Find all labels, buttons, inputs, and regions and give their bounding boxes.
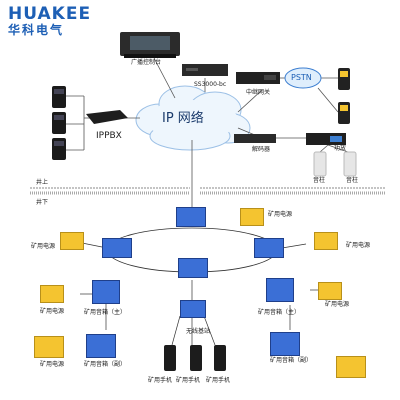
pstn-cloud-icon <box>284 67 322 89</box>
mine-speaker-sub-box <box>270 332 300 356</box>
network-switch-box <box>176 207 206 227</box>
mine-power-box <box>34 336 64 358</box>
mine-phone-label: 矿用手机 <box>148 377 173 384</box>
trunk-gateway-label: 中继网关 <box>246 89 271 96</box>
wireless-base-box <box>180 300 206 318</box>
amplifier-device-icon <box>306 133 346 145</box>
ippbx-device-icon <box>86 110 128 124</box>
mine-power-box <box>60 232 84 250</box>
mine-power-label: 矿用电源 <box>40 308 65 315</box>
speaker-label: 音柱 <box>346 177 359 184</box>
mobile-phone-icon <box>338 68 350 90</box>
ip-phone-icon <box>52 112 66 134</box>
speaker-column-icon <box>313 151 327 177</box>
decoder-label: 解码器 <box>252 146 271 153</box>
mine-power-box <box>240 208 264 226</box>
mine-phone-label: 矿用手机 <box>176 377 201 384</box>
mine-phone-icon <box>214 345 226 371</box>
brand-logo: HUAKEE 华科电气 <box>8 4 92 38</box>
speaker-label: 音柱 <box>313 177 326 184</box>
mine-power-box <box>314 232 338 250</box>
mine-speaker-main-label: 矿用音箱（主） <box>258 309 301 316</box>
mine-speaker-main-box <box>266 278 294 302</box>
amplifier-label: 功放 <box>334 145 347 152</box>
speaker-column-icon <box>343 151 357 177</box>
surface-label: 井上 <box>36 179 49 186</box>
ippbx-label: IPPBX <box>96 131 122 141</box>
mine-power-label: 矿用电源 <box>31 243 56 250</box>
decoder-device-icon <box>234 134 276 143</box>
wireless-base-label: 无线基站 <box>186 328 211 335</box>
trunk-gateway-icon <box>236 72 280 84</box>
mine-speaker-sub-box <box>86 334 116 358</box>
mine-speaker-sub-label: 矿用音箱（副） <box>84 361 127 368</box>
network-switch-box <box>102 238 132 258</box>
mine-power-label: 矿用电源 <box>268 211 293 218</box>
underground-label: 井下 <box>36 199 49 206</box>
ip-phone-icon <box>52 86 66 108</box>
pstn-label: PSTN <box>291 73 312 82</box>
broadcast-console-label: 广播控制台 <box>131 59 162 66</box>
brand-name-en: HUAKEE <box>8 4 92 24</box>
mine-power-label: 矿用电源 <box>346 242 371 249</box>
network-switch-box <box>254 238 284 258</box>
mine-power-box <box>336 356 366 378</box>
mine-power-box <box>40 285 64 303</box>
surface-divider <box>30 187 385 195</box>
mine-power-box <box>318 282 342 300</box>
broadcast-console-icon <box>120 32 180 58</box>
ip-network-label: IP 网络 <box>162 111 204 126</box>
mine-phone-icon <box>190 345 202 371</box>
mobile-phone-icon <box>338 102 350 124</box>
mine-phone-icon <box>164 345 176 371</box>
mine-speaker-sub-label: 矿用音箱（副） <box>270 357 313 364</box>
mine-phone-label: 矿用手机 <box>206 377 231 384</box>
mine-power-label: 矿用电源 <box>40 361 65 368</box>
network-switch-box <box>178 258 208 278</box>
brand-name-cn: 华科电气 <box>8 23 65 37</box>
mine-speaker-main-label: 矿用音箱（主） <box>84 309 127 316</box>
ip-phone-icon <box>52 138 66 160</box>
ss3000-server-icon <box>182 64 228 76</box>
mine-power-label: 矿用电源 <box>325 301 350 308</box>
mine-speaker-main-box <box>92 280 120 304</box>
ss3000-label: SS3000-bc <box>194 81 227 88</box>
